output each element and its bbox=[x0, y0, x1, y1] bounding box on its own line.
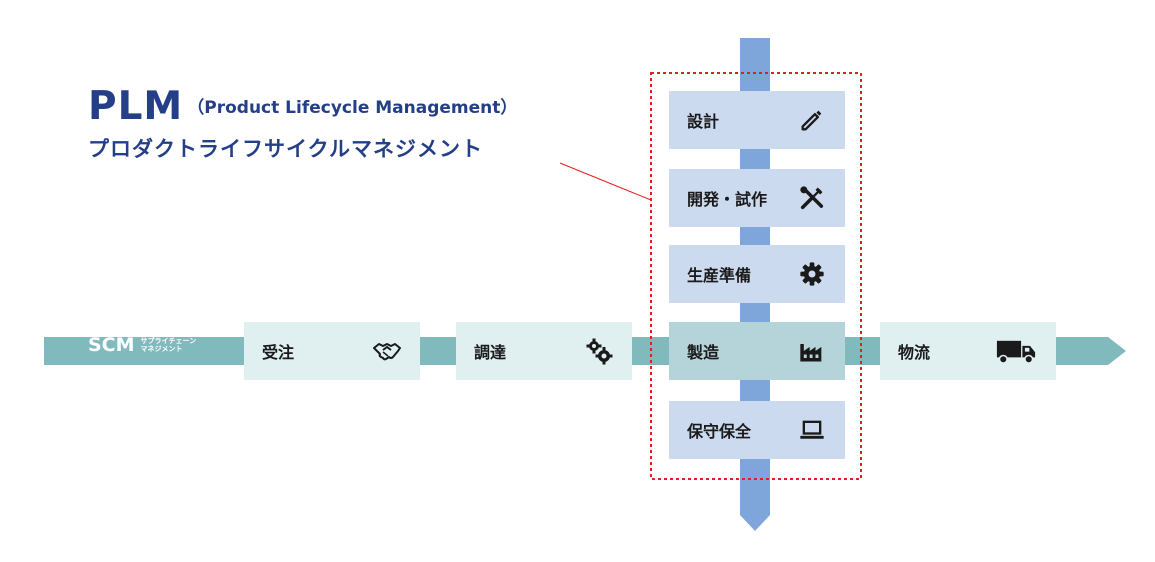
plm-stage-development: 開発・試作 bbox=[669, 169, 845, 227]
plm-stage-label: 設計 bbox=[687, 112, 720, 131]
plm-highlight-frame bbox=[650, 72, 862, 480]
plm-title-main: PLM bbox=[88, 84, 184, 129]
factory-icon bbox=[797, 336, 827, 366]
scm-stage-label: 受注 bbox=[262, 343, 295, 362]
scm-label: SCM サプライチェーン マネジメント bbox=[88, 334, 196, 356]
scm-stage-label: 物流 bbox=[898, 343, 931, 362]
scm-label-small-line1: サプライチェーン bbox=[140, 337, 197, 345]
pencil-icon bbox=[797, 105, 827, 135]
scm-stage-procurement: 調達 bbox=[456, 322, 632, 380]
plm-stage-manufacturing: 製造 bbox=[669, 322, 845, 380]
gear-icon bbox=[797, 259, 827, 289]
plm-title: PLM（Product Lifecycle Management） bbox=[88, 84, 517, 129]
plm-stage-label: 生産準備 bbox=[687, 266, 752, 285]
handshake-icon bbox=[372, 336, 402, 366]
scm-stage-logistics: 物流 bbox=[880, 322, 1056, 380]
plm-connector-line bbox=[559, 162, 652, 201]
gears-icon bbox=[584, 336, 614, 366]
scm-label-small: サプライチェーン マネジメント bbox=[141, 337, 197, 353]
scm-stage-label: 調達 bbox=[474, 343, 507, 362]
plm-stage-maintenance: 保守保全 bbox=[669, 401, 845, 459]
scm-label-small-line2: マネジメント bbox=[140, 345, 183, 353]
laptop-icon bbox=[797, 415, 827, 445]
plm-stage-label: 製造 bbox=[687, 343, 720, 362]
tools-icon bbox=[797, 183, 827, 213]
scm-label-main: SCM bbox=[88, 334, 135, 356]
plm-subtitle: プロダクトライフサイクルマネジメント bbox=[88, 137, 483, 161]
truck-icon bbox=[994, 336, 1038, 366]
plm-stage-production-prep: 生産準備 bbox=[669, 245, 845, 303]
plm-title-paren: （Product Lifecycle Management） bbox=[187, 98, 518, 118]
plm-stage-label: 保守保全 bbox=[687, 422, 752, 441]
plm-stage-design: 設計 bbox=[669, 91, 845, 149]
plm-stage-label: 開発・試作 bbox=[687, 190, 768, 209]
scm-stage-order: 受注 bbox=[244, 322, 420, 380]
